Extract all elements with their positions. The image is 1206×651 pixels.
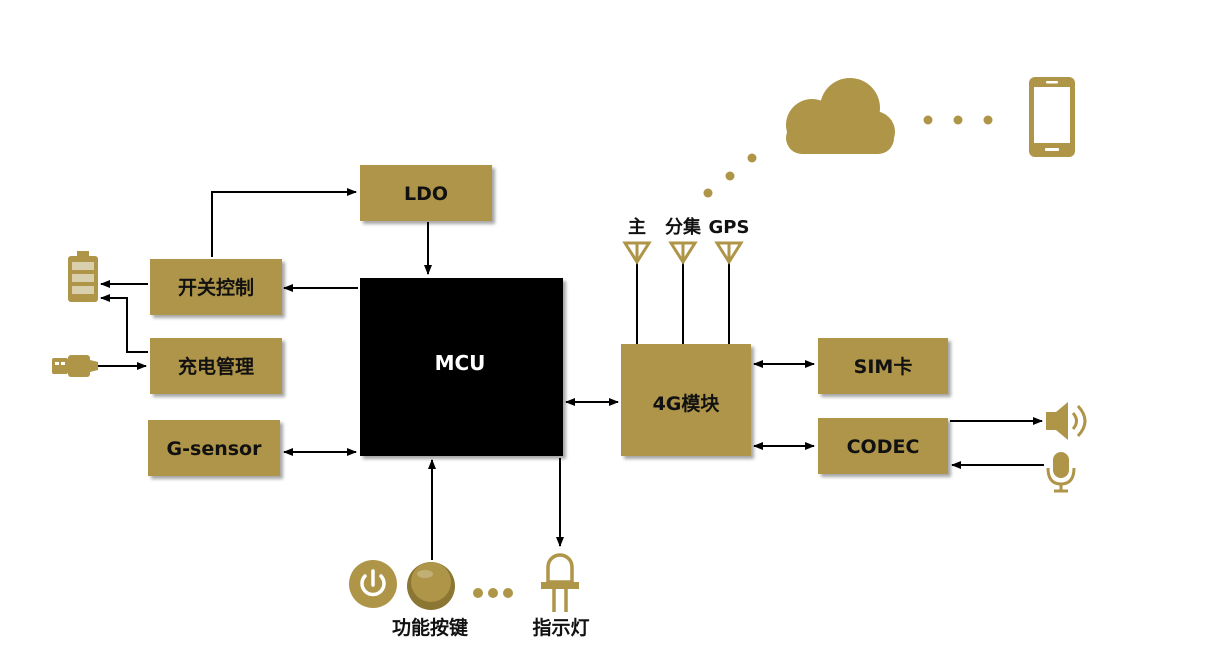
cloud-phone-dots <box>923 115 993 125</box>
mcu-label: MCU <box>435 351 486 375</box>
antenna-diversity-label: 分集 <box>665 216 702 238</box>
switch-control-label: 开关控制 <box>178 276 254 299</box>
switch-control-block: 开关控制 <box>150 259 282 315</box>
mcu-block: MCU <box>360 278 563 456</box>
charge-to-battery-line <box>100 294 148 353</box>
speaker-icon <box>1046 402 1087 440</box>
phone-icon <box>1029 77 1075 157</box>
antenna-icon <box>622 241 652 265</box>
ldo-label: LDO <box>404 183 448 205</box>
ldo-block: LDO <box>360 165 492 221</box>
microphone-icon <box>1046 452 1076 493</box>
codec-label: CODEC <box>847 436 920 458</box>
cloud-icon <box>786 78 895 154</box>
charge-management-label: 充电管理 <box>178 355 254 378</box>
usb-plug-icon <box>52 355 98 377</box>
function-keys-caption: 功能按键 <box>392 616 468 639</box>
indicator-light-caption: 指示灯 <box>532 617 589 639</box>
antenna-gps: GPS <box>709 217 750 265</box>
sim-card-label: SIM卡 <box>854 355 913 378</box>
antenna-main-label: 主 <box>628 216 646 238</box>
connectors <box>98 188 1044 560</box>
antenna-main: 主 <box>622 216 652 265</box>
antenna-icon <box>668 241 698 265</box>
wireless-link-dots <box>703 153 757 198</box>
switch-to-ldo-line <box>211 188 357 257</box>
sim-card-block: SIM卡 <box>818 338 948 394</box>
more-keys-dots <box>473 588 513 598</box>
module-4g-block: 4G模块 <box>621 344 751 456</box>
antenna-icon <box>714 241 744 265</box>
charge-management-block: 充电管理 <box>150 338 282 394</box>
codec-block: CODEC <box>818 418 948 474</box>
antenna-gps-label: GPS <box>709 217 750 238</box>
g-sensor-label: G-sensor <box>167 438 263 460</box>
g-sensor-block: G-sensor <box>148 420 280 476</box>
module-4g-label: 4G模块 <box>653 392 721 415</box>
battery-icon <box>68 251 98 302</box>
round-button-icon <box>407 562 455 610</box>
led-icon <box>541 553 579 612</box>
antenna-diversity: 分集 <box>665 216 702 265</box>
power-button-icon <box>349 560 397 608</box>
